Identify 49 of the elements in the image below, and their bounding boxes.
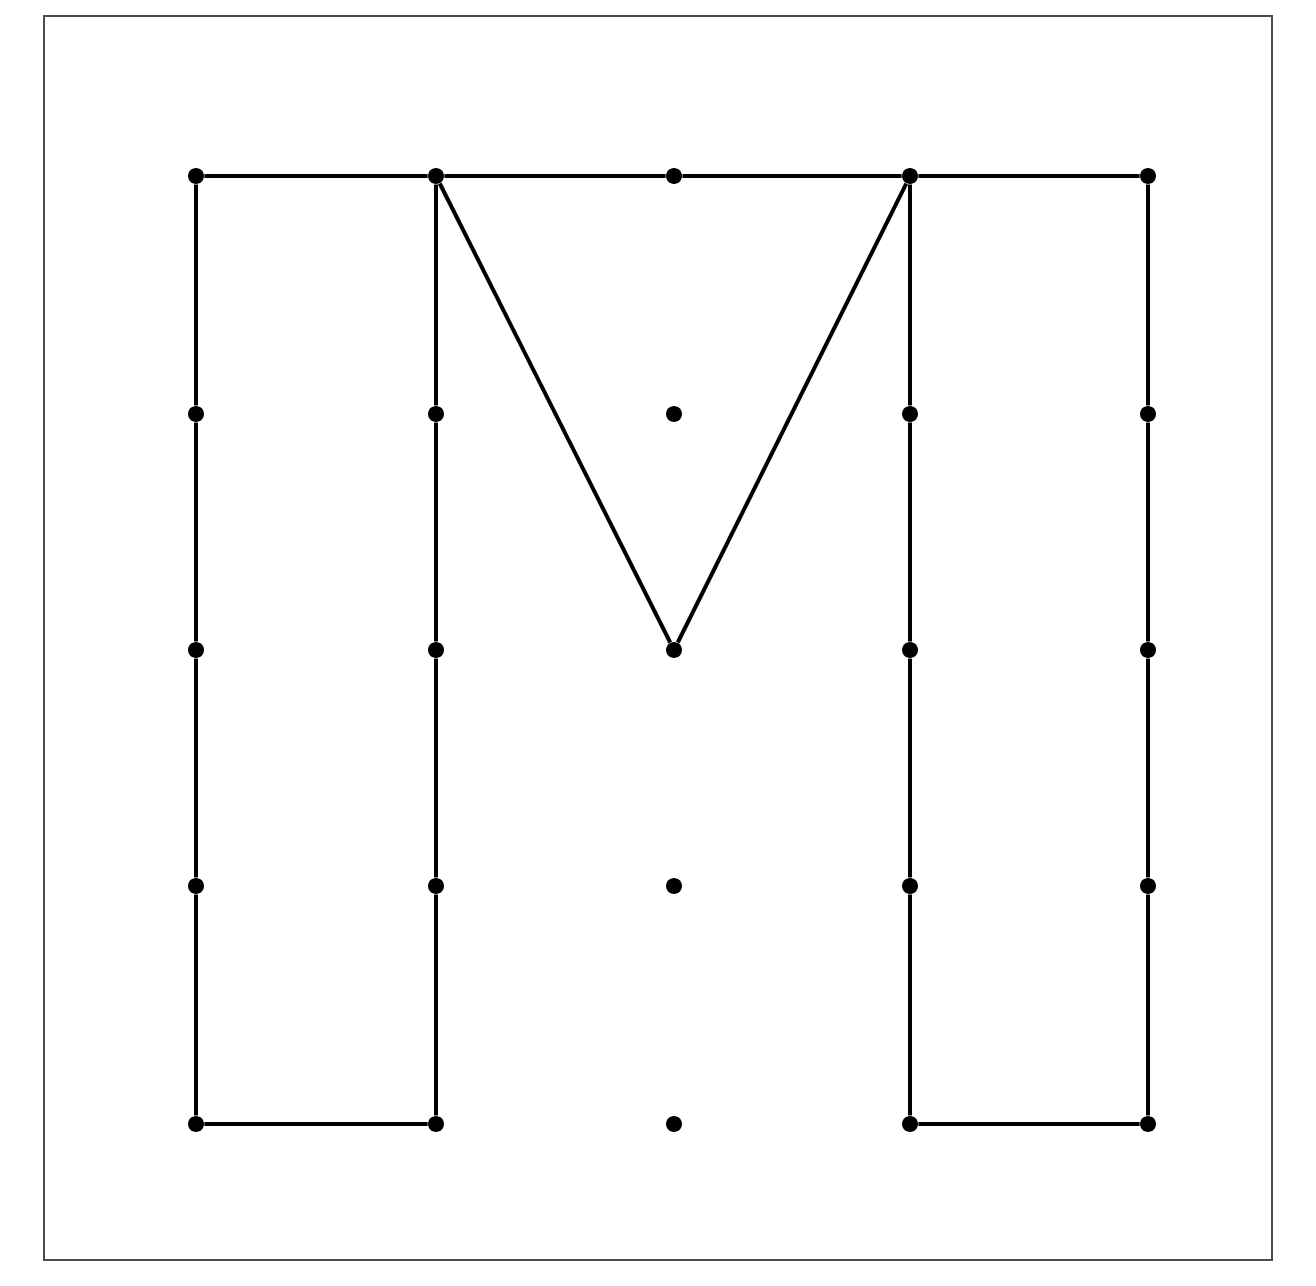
grid-dot — [428, 878, 444, 894]
line — [1146, 422, 1150, 642]
grid-dot — [428, 1116, 444, 1132]
line — [918, 174, 1140, 178]
line — [194, 422, 198, 642]
line — [444, 174, 666, 178]
line — [434, 658, 438, 878]
grid-dot — [902, 168, 918, 184]
grid-dot — [666, 878, 682, 894]
line — [434, 894, 438, 1116]
grid-dot — [666, 642, 682, 658]
line — [908, 658, 912, 878]
line — [194, 658, 198, 878]
grid-dot — [902, 406, 918, 422]
grid-dot — [1140, 1116, 1156, 1132]
line — [1146, 184, 1150, 406]
line — [434, 422, 438, 642]
grid-dot — [428, 406, 444, 422]
line — [675, 182, 909, 644]
grid-dot — [188, 642, 204, 658]
line — [908, 894, 912, 1116]
grid-dot — [902, 1116, 918, 1132]
line — [434, 184, 438, 406]
grid-dot — [666, 168, 682, 184]
line — [682, 174, 902, 178]
line — [194, 894, 198, 1116]
line — [918, 1122, 1140, 1126]
grid-dot — [1140, 878, 1156, 894]
line — [1146, 894, 1150, 1116]
grid-dot — [428, 642, 444, 658]
grid-dot — [188, 878, 204, 894]
grid-dot — [188, 406, 204, 422]
line — [1146, 658, 1150, 878]
line — [908, 184, 912, 406]
grid-dot — [1140, 406, 1156, 422]
grid-dot — [1140, 642, 1156, 658]
grid-dot — [902, 878, 918, 894]
line — [204, 1122, 428, 1126]
grid-dot — [1140, 168, 1156, 184]
grid-dot — [188, 1116, 204, 1132]
line — [438, 182, 673, 644]
line — [194, 184, 198, 406]
line — [204, 174, 428, 178]
line — [908, 422, 912, 642]
grid-dot — [666, 1116, 682, 1132]
grid-dot — [902, 642, 918, 658]
grid-dot — [428, 168, 444, 184]
grid-dot — [666, 406, 682, 422]
grid-dot — [188, 168, 204, 184]
